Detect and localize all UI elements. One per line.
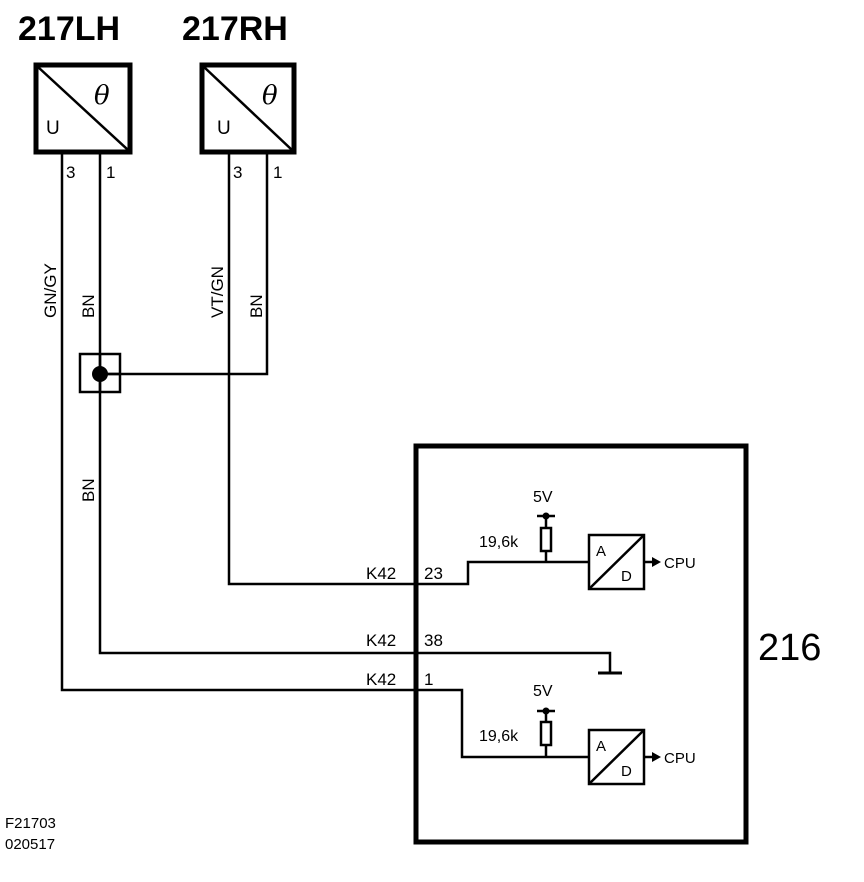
sensor-rh-diagonal	[203, 66, 293, 151]
sensor-rh-label: 217RH	[182, 10, 288, 48]
wires	[60, 152, 414, 692]
cpu-label-1: CPU	[664, 555, 696, 572]
supply-5v-label-1: 5V	[533, 489, 553, 506]
sensor-lh-u-symbol: U	[46, 118, 60, 139]
adc-diagonal-2	[588, 729, 645, 785]
resistor-1	[539, 526, 553, 553]
sensor-lh-diagonal	[37, 66, 129, 151]
internal-wire-input-1	[414, 560, 588, 586]
input-stage-2: 5V 19,6k A D CPU	[479, 683, 696, 786]
connector-pin-23: 23	[424, 564, 443, 583]
date-code: 020517	[5, 836, 55, 853]
control-unit-label: 216	[758, 627, 821, 669]
wire-rh-ground	[100, 152, 269, 376]
wire-color-vt-gn: VT/GN	[208, 266, 227, 318]
sensor-217lh: 217LH U θ 3 1	[18, 10, 133, 182]
wire-lh-signal	[60, 152, 414, 692]
connector-label-3: K42	[366, 670, 396, 689]
control-unit-box	[413, 443, 749, 845]
arrow-icon-1	[652, 557, 661, 567]
wire-rh-signal	[227, 152, 414, 586]
sensor-lh-theta-symbol: θ	[94, 81, 110, 111]
wire-color-bn-lh: BN	[79, 294, 98, 318]
adc-d-label-2: D	[621, 763, 632, 780]
figure-id: F21703	[5, 815, 56, 832]
internal-wire-ground	[414, 651, 612, 672]
footer: F21703 020517	[5, 815, 56, 853]
wire-color-labels: GN/GY BN VT/GN BN BN	[41, 263, 266, 502]
sensor-rh-theta-symbol: θ	[262, 81, 278, 111]
resistor-value-2: 19,6k	[479, 728, 519, 745]
sensor-lh-pin-3: 3	[66, 163, 75, 182]
connector-label-1: K42	[366, 564, 396, 583]
sensor-217rh: 217RH U θ 3 1	[182, 10, 297, 182]
connector-pin-1: 1	[424, 670, 433, 689]
resistor-2	[539, 720, 553, 747]
wire-lh-ground	[98, 152, 414, 655]
connector-label-2: K42	[366, 631, 396, 650]
adc-a-label-1: A	[596, 543, 606, 560]
supply-5v-label-2: 5V	[533, 683, 553, 700]
splice	[78, 352, 122, 394]
sensor-rh-box	[199, 62, 297, 155]
sensor-lh-box	[33, 62, 133, 155]
control-unit-216: 216 K42 23 K42 38 K42 1 5V 19,6k A D	[366, 443, 821, 845]
wire-color-bn-splice: BN	[79, 478, 98, 502]
wire-color-bn-rh: BN	[247, 294, 266, 318]
sensor-rh-pin-3: 3	[233, 163, 242, 182]
internal-wire-input-2	[414, 688, 588, 759]
wire-color-gn-gy: GN/GY	[41, 263, 60, 318]
resistor-value-1: 19,6k	[479, 534, 519, 551]
sensor-lh-pin-1: 1	[106, 163, 115, 182]
sensor-lh-label: 217LH	[18, 10, 120, 48]
connector-pin-38: 38	[424, 631, 443, 650]
sensor-rh-pin-1: 1	[273, 163, 282, 182]
arrow-icon-2	[652, 752, 661, 762]
adc-diagonal-1	[588, 534, 645, 590]
adc-d-label-1: D	[621, 568, 632, 585]
splice-dot	[92, 366, 108, 382]
input-stage-1: 5V 19,6k A D CPU	[479, 489, 696, 591]
sensor-rh-u-symbol: U	[217, 118, 231, 139]
adc-a-label-2: A	[596, 738, 606, 755]
cpu-label-2: CPU	[664, 750, 696, 767]
